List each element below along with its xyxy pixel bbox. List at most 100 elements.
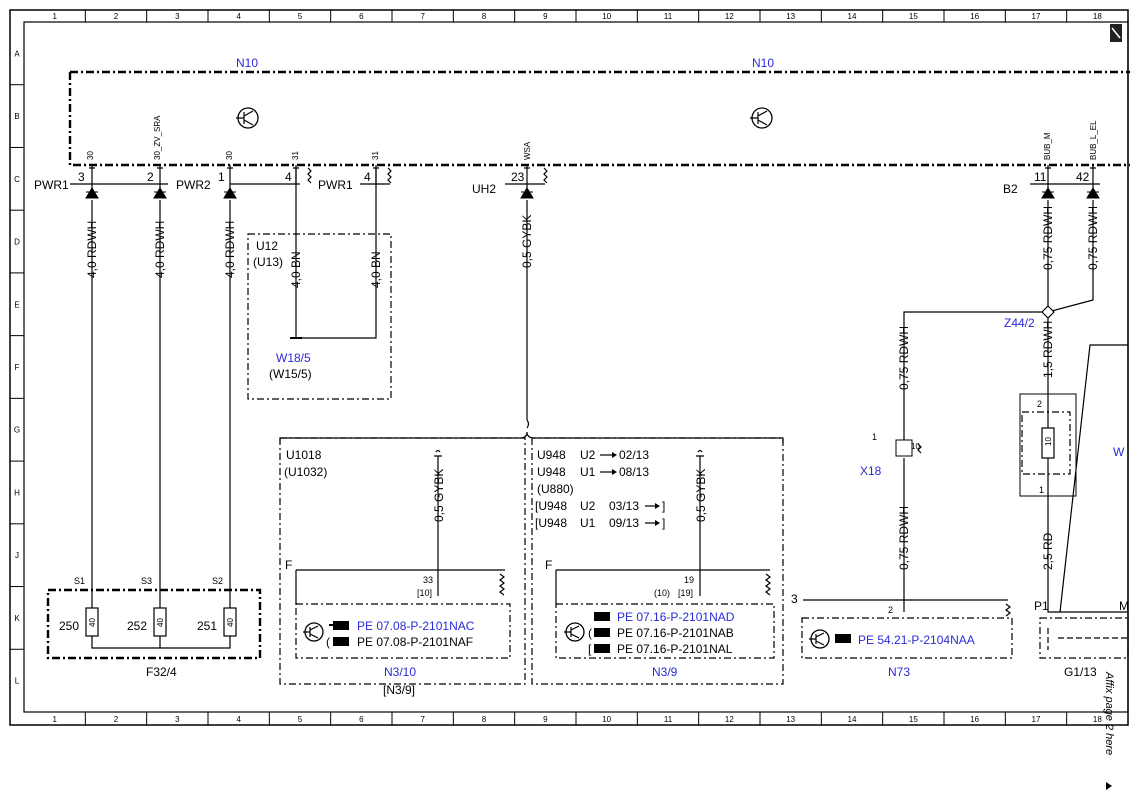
grid-column-label: 16 [970,12,979,21]
pin-10-paren: (10) [654,588,670,598]
m-label: M [1119,599,1129,613]
ref-pe-2[interactable]: PE 07.08-P-2101NAF [357,635,473,649]
rating-40-b: 40 [156,618,165,627]
paren-open-1: ( [326,635,330,649]
wire-label-6: 0,5 GYBK [520,215,534,268]
pin-30-b: 30 [225,151,234,160]
grid-row-label: A [14,49,20,58]
transistor-icon [750,107,773,129]
grid-column-label: 16 [970,715,979,724]
pin-stub [1045,165,1051,188]
f32-box [46,588,262,660]
grid-column-label: 12 [725,12,734,21]
n310-label: N3/10 [384,665,416,679]
grid-column-label: 14 [848,715,857,724]
frame-outer [9,9,1129,726]
pin-bub-l-el: BUB_L_EL [1089,120,1098,160]
grid-row-label: F [15,363,20,372]
u948-row2-code: U1 [580,465,596,479]
wire-label-11: 0,5 GYBK [432,469,446,522]
wire-label-12: 0,5 GYBK [694,469,708,522]
connector-arrows [85,165,1100,199]
ref-pe-3[interactable]: PE 07.16-P-2101NAD [617,610,735,624]
grid-column-label: 6 [359,715,364,724]
grid-column-label: 2 [114,715,119,724]
wire-label-2: 4,0 RDWH [153,221,167,278]
pin-31-b: 31 [371,151,380,160]
grid-column-label: 11 [664,715,673,724]
grid-column-label: 13 [786,12,795,21]
grid-column-label: 9 [543,715,548,724]
n73-pin-3: 3 [791,592,798,606]
u1032-label: (U1032) [284,465,327,479]
pin-31-a: 31 [291,151,300,160]
u948-row2-date: 08/13 [619,465,649,479]
pin-19-bracket: [19] [678,588,693,598]
pin-30-a: 30 [86,151,95,160]
grid-column-label: 4 [236,715,241,724]
w-label: W [1113,445,1125,459]
ref-pe-6[interactable]: PE 54.21-P-2104NAA [858,633,975,647]
grid-row-label: C [14,175,20,184]
grid-column-label: 7 [420,715,425,724]
rating-10-fuse: 10 [1044,437,1053,446]
grid-column-label: 7 [420,12,425,21]
wire-label-10: 1,5 RDWH [1041,321,1055,378]
grid-column-label: 15 [909,715,918,724]
fuse-250: 250 [59,619,79,633]
ref-pe-1[interactable]: PE 07.08-P-2101NAC [357,619,475,633]
f-mid-label: F [545,558,552,572]
grid-column-label: 18 [1093,12,1102,21]
grid-column-label: 14 [848,12,857,21]
grid-column-label: 8 [482,715,487,724]
grid-row-label: L [15,677,20,686]
pin-1: 1 [218,170,225,184]
n10-label-right: N10 [752,56,774,70]
u948-row4-code: U1 [580,516,596,530]
pointing-hand-icon [329,621,349,630]
grid-column-label: 10 [602,12,611,21]
fuse-252: 252 [127,619,147,633]
grid-labels: 1122334455667788991010111112121313141415… [10,10,1102,725]
pointing-hand-icon [835,634,851,643]
wire-label-1: 4,0 RDWH [85,221,99,278]
pin-19: 19 [684,575,694,585]
u948-row1-label: U948 [537,448,566,462]
connector-arrow-icon [1086,187,1100,199]
connector-uh2: UH2 [472,182,496,196]
grid-row-label: K [14,614,20,623]
arrow-down-icon [1106,782,1112,790]
grid-column-label: 2 [114,12,119,21]
fuse-251: 251 [197,619,217,633]
paren-open-2: ( [588,626,592,640]
connector-arrow-icon [1041,187,1055,199]
u948-row2-label: U948 [537,465,566,479]
wire-label-13: 0,75 RDWH [897,506,911,570]
f-left-label: F [285,558,292,572]
n10-boundary [68,70,1130,167]
pin-11: 11 [1034,170,1047,184]
pointing-hand-icon [333,637,349,646]
n73-label: N73 [888,665,910,679]
pin-stub [89,165,95,188]
f32-label: F32/4 [146,665,177,679]
u948-row3-date: 03/13 [609,499,639,513]
grid-column-label: 10 [602,715,611,724]
pin-stub [157,165,163,188]
pin-42: 42 [1076,170,1090,184]
n73-pin-2: 2 [888,605,893,615]
ref-pe-5[interactable]: PE 07.16-P-2101NAL [617,642,733,656]
grid-row-label: B [14,112,19,121]
wire-label-7: 0,75 RDWH [1041,206,1055,270]
grid-column-label: 9 [543,12,548,21]
grid-column-label: 5 [298,12,303,21]
ref-pe-4[interactable]: PE 07.16-P-2101NAB [617,626,734,640]
pin-4b: 4 [364,170,371,184]
grid-column-label: 8 [482,12,487,21]
connector-arrow-icon [153,187,167,199]
connector-pwr2: PWR2 [176,178,211,192]
connector-arrow-icon [223,187,237,199]
grid-column-label: 4 [236,12,241,21]
bracket-open-1: [ [588,642,592,656]
